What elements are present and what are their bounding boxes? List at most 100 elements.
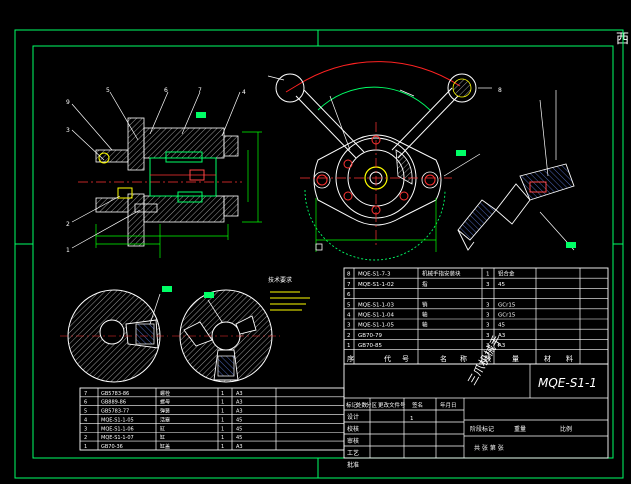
bom-row-material: GCr15 (498, 313, 516, 319)
bom-row-no: 2 (347, 333, 351, 339)
bom-row-code: MQE-S1-1-04 (358, 313, 394, 319)
assembly-name: 三爪机械手 (464, 333, 504, 388)
bom-row-code: MQE-S1-1-03 (358, 302, 394, 308)
callout-labels: 1 2 3 4 5 6 7 8 9 技术要求 (66, 87, 502, 284)
title-role-label: 工艺 (347, 449, 359, 457)
title-role-label: 审核 (347, 437, 359, 445)
bom-header-cell: 代 (384, 354, 391, 363)
bom-header-cell: 量 (512, 355, 519, 363)
bom-row-no: 3 (347, 323, 351, 329)
bom-lower-row-qty: 1 (221, 444, 224, 450)
bom-lower-row-no: 5 (84, 409, 87, 415)
bom-lower-row-code: GB5783-77 (101, 409, 129, 415)
bom-row-name: 指 (422, 280, 428, 288)
bom-lower-row-no: 4 (84, 417, 87, 423)
bom-lower-row-material: A3 (236, 409, 243, 415)
zone-ticks (15, 30, 623, 478)
bom-row-no: 1 (347, 343, 351, 349)
bom-row-material: 45 (498, 282, 505, 288)
finger-detail-view (457, 90, 576, 251)
callout-1: 1 (66, 247, 70, 254)
bom-row-qty: 3 (486, 323, 490, 329)
bom-header-cell: 序 (347, 354, 354, 363)
callout-9: 9 (66, 99, 70, 106)
bom-row-material: A3 (498, 333, 506, 339)
bom-row-code: MQE-S1-1-02 (358, 282, 394, 288)
title-block: 三爪机械手 MQE-S1-1 标记处数分区更改文件号签名年月日设计校核审核工艺批… (343, 333, 609, 469)
bom-lower-row-name: 螺栓 (160, 390, 170, 397)
callout-3: 3 (66, 127, 70, 134)
bom-lower-row-no: 1 (84, 444, 87, 450)
bom-row-qty: 3 (486, 282, 490, 288)
callout-7: 7 (198, 87, 202, 94)
bom-lower-row-material: A3 (236, 444, 243, 450)
bom-row-qty: 3 (486, 333, 490, 339)
tech-notes-title: 技术要求 (268, 276, 292, 284)
title-row-label: 更改文件号 (378, 401, 406, 409)
title-right-label: 阶段标记 (470, 425, 494, 433)
bom-lower-row-name: 活塞 (160, 416, 170, 423)
title-role-label: 设计 (347, 413, 359, 421)
bom-lower-row-no: 3 (84, 426, 87, 432)
bom-lower-row-no: 7 (84, 391, 87, 397)
title-row-label: 处数 (356, 401, 368, 409)
bom-lower-row-name: 缸盖 (160, 443, 170, 450)
bom-lower-row-code: GB70-36 (101, 444, 123, 450)
bom-lower-row-code: MQE-S1-1-07 (101, 435, 134, 441)
bom-row-name: 轴 (422, 321, 428, 329)
bom-lower-row-qty: 1 (221, 435, 224, 441)
drawing-number: MQE-S1-1 (538, 376, 597, 390)
callout-4: 4 (242, 89, 246, 96)
bom-row-qty: 3 (486, 302, 490, 308)
section-view-left (71, 91, 262, 258)
bom-lower-row-name: 缸 (160, 425, 165, 432)
bom-lower-row-no: 2 (84, 435, 87, 441)
bom-lower-row-material: A3 (236, 391, 243, 397)
bom-row-name: 销 (422, 300, 428, 308)
bom-row-material: 铝合金 (498, 270, 515, 278)
bom-lower-row-code: MQE-S1-1-06 (101, 426, 134, 432)
callout-5: 5 (106, 87, 110, 94)
bom-lower-row-qty: 1 (221, 391, 224, 397)
bom-lower-row-qty: 1 (221, 426, 224, 432)
title-right-label: 重量 (514, 425, 526, 433)
title-role-label: 批准 (347, 461, 359, 469)
bom-header-cell: 号 (402, 355, 409, 363)
bom-header-cell: 料 (566, 354, 573, 363)
bom-row-code: MQE-S1-7-3 (358, 272, 391, 278)
title-block-revision: 1 (410, 416, 414, 422)
bom-lower-row-name: 弹簧 (160, 408, 170, 415)
bom-row-no: 5 (347, 302, 351, 308)
bom-header-cell: 数 (484, 354, 491, 363)
bom-row-name: 轴 (422, 311, 428, 319)
technical-notes (270, 291, 310, 311)
bom-lower-row-material: 45 (236, 417, 242, 423)
title-role-label: 校核 (347, 425, 359, 433)
title-row-label: 分区 (366, 401, 378, 409)
bom-lower-row-material: A3 (236, 400, 243, 406)
bom-row-code: GB70-85 (358, 343, 383, 349)
bom-row-no: 4 (347, 313, 351, 319)
bom-row-material: 45 (498, 323, 505, 329)
bom-lower-row-material: 45 (236, 435, 242, 441)
inner-frame (32, 45, 614, 459)
bom-row-no: 8 (347, 272, 351, 278)
title-right-label: 比例 (560, 425, 572, 433)
section-views-bottom (60, 286, 280, 383)
bom-header-cell: 材 (544, 354, 551, 363)
bom-lower-row-code: GB889-86 (101, 400, 126, 406)
sheet-count: 共 张 第 张 (474, 444, 504, 452)
bom-row-code: GB70-79 (358, 333, 383, 339)
callout-6: 6 (164, 87, 168, 94)
bom-lower-row-name: 螺母 (160, 399, 170, 406)
callout-2: 2 (66, 221, 70, 228)
bom-lower-row-no: 6 (84, 400, 87, 406)
bom-header-cell: 名 (440, 354, 447, 363)
bom-row-qty: 1 (486, 272, 490, 278)
bom-lower-row-name: 缸 (160, 434, 165, 441)
bom-row-qty: 3 (486, 343, 490, 349)
